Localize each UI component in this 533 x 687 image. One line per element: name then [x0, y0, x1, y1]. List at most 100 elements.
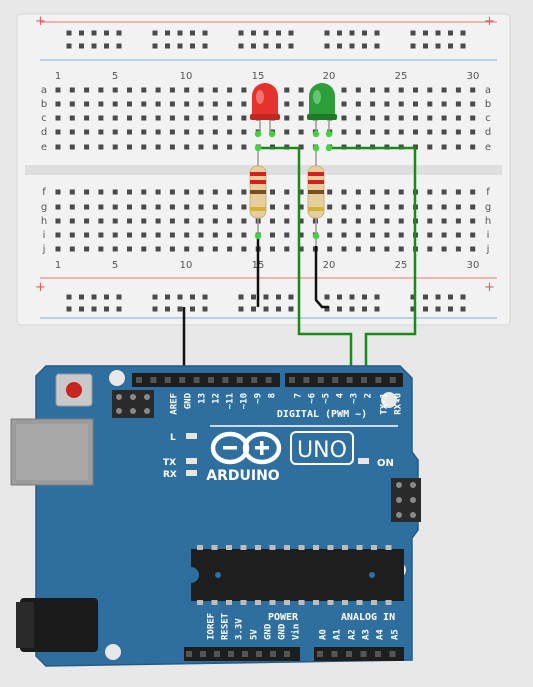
header-pin[interactable]	[389, 377, 396, 383]
breadboard-hole[interactable]	[355, 246, 361, 252]
breadboard-hole[interactable]	[455, 204, 461, 210]
rail-hole[interactable]	[337, 306, 342, 312]
breadboard-hole[interactable]	[355, 129, 361, 135]
breadboard-hole[interactable]	[355, 232, 361, 238]
breadboard-hole[interactable]	[398, 218, 404, 224]
breadboard-hole[interactable]	[141, 115, 147, 121]
breadboard-hole[interactable]	[284, 189, 290, 195]
breadboard-hole[interactable]	[370, 204, 376, 210]
breadboard-hole[interactable]	[55, 129, 61, 135]
rail-hole[interactable]	[435, 294, 441, 300]
breadboard-hole[interactable]	[127, 232, 132, 238]
breadboard-hole[interactable]	[98, 204, 104, 210]
rail-hole[interactable]	[349, 30, 355, 36]
breadboard-hole[interactable]	[184, 87, 190, 93]
rail-hole[interactable]	[251, 43, 256, 49]
breadboard-hole[interactable]	[398, 87, 404, 93]
breadboard-hole[interactable]	[112, 101, 118, 107]
breadboard-hole[interactable]	[141, 204, 147, 210]
rail-hole[interactable]	[251, 30, 256, 36]
breadboard-hole[interactable]	[141, 232, 147, 238]
breadboard-hole[interactable]	[198, 115, 204, 121]
breadboard-hole[interactable]	[241, 101, 247, 107]
breadboard-hole[interactable]	[69, 87, 75, 93]
rail-hole[interactable]	[423, 43, 428, 49]
header-pin[interactable]	[186, 651, 192, 657]
breadboard-hole[interactable]	[84, 189, 90, 195]
breadboard-hole[interactable]	[284, 246, 290, 252]
rail-hole[interactable]	[263, 294, 269, 300]
breadboard-hole[interactable]	[284, 87, 290, 93]
header-pin[interactable]	[284, 651, 290, 657]
breadboard-hole[interactable]	[98, 129, 104, 135]
rail-hole[interactable]	[324, 294, 330, 300]
rail-hole[interactable]	[410, 294, 416, 300]
rail-hole[interactable]	[190, 43, 195, 49]
header-pin[interactable]	[346, 377, 353, 383]
breadboard-hole[interactable]	[98, 144, 104, 150]
breadboard-hole[interactable]	[112, 189, 118, 195]
rail-hole[interactable]	[448, 30, 453, 36]
rail-hole[interactable]	[362, 294, 367, 300]
breadboard-hole[interactable]	[441, 87, 447, 93]
signal-wire-pin2[interactable]	[329, 146, 417, 378]
rail-hole[interactable]	[202, 306, 208, 312]
breadboard-hole[interactable]	[370, 246, 376, 252]
breadboard-hole[interactable]	[55, 246, 61, 252]
breadboard-hole[interactable]	[455, 232, 461, 238]
breadboard-hole[interactable]	[398, 115, 404, 121]
breadboard-hole[interactable]	[227, 101, 233, 107]
rail-hole[interactable]	[91, 294, 97, 300]
breadboard-hole[interactable]	[212, 246, 218, 252]
breadboard-hole[interactable]	[298, 232, 304, 238]
breadboard-hole[interactable]	[127, 115, 132, 121]
rail-hole[interactable]	[374, 30, 380, 36]
breadboard-hole[interactable]	[427, 204, 433, 210]
header-pin[interactable]	[360, 651, 367, 657]
header-pin[interactable]	[242, 651, 248, 657]
rail-hole[interactable]	[66, 43, 72, 49]
breadboard-hole[interactable]	[212, 189, 218, 195]
breadboard-hole[interactable]	[69, 144, 75, 150]
breadboard-hole[interactable]	[127, 204, 132, 210]
breadboard-hole[interactable]	[298, 101, 304, 107]
breadboard-hole[interactable]	[55, 218, 61, 224]
breadboard-hole[interactable]	[341, 101, 347, 107]
rail-hole[interactable]	[288, 43, 294, 49]
breadboard-hole[interactable]	[212, 144, 218, 150]
breadboard-hole[interactable]	[155, 144, 161, 150]
breadboard-hole[interactable]	[284, 115, 290, 121]
breadboard-hole[interactable]	[470, 189, 476, 195]
breadboard-hole[interactable]	[227, 246, 233, 252]
rail-hole[interactable]	[91, 306, 97, 312]
breadboard-hole[interactable]	[141, 189, 147, 195]
breadboard-hole[interactable]	[98, 189, 104, 195]
breadboard-hole[interactable]	[241, 115, 247, 121]
breadboard-hole[interactable]	[370, 218, 376, 224]
breadboard-hole[interactable]	[141, 246, 147, 252]
header-pin[interactable]	[136, 377, 142, 383]
breadboard-hole[interactable]	[427, 218, 433, 224]
breadboard-hole[interactable]	[227, 87, 233, 93]
breadboard-hole[interactable]	[298, 115, 304, 121]
breadboard-hole[interactable]	[384, 115, 390, 121]
breadboard-hole[interactable]	[384, 246, 390, 252]
breadboard-hole[interactable]	[427, 115, 433, 121]
breadboard-hole[interactable]	[284, 218, 290, 224]
rail-hole[interactable]	[362, 30, 367, 36]
breadboard-hole[interactable]	[384, 129, 390, 135]
header-pin[interactable]	[228, 651, 234, 657]
breadboard-hole[interactable]	[184, 218, 190, 224]
breadboard-hole[interactable]	[84, 204, 90, 210]
breadboard-hole[interactable]	[141, 144, 147, 150]
rail-hole[interactable]	[152, 43, 158, 49]
breadboard-hole[interactable]	[227, 204, 233, 210]
breadboard-hole[interactable]	[341, 204, 347, 210]
breadboard-hole[interactable]	[141, 87, 147, 93]
breadboard-hole[interactable]	[427, 87, 433, 93]
breadboard-hole[interactable]	[184, 246, 190, 252]
breadboard-hole[interactable]	[184, 115, 190, 121]
breadboard-hole[interactable]	[169, 101, 175, 107]
breadboard-hole[interactable]	[69, 246, 75, 252]
breadboard-hole[interactable]	[155, 87, 161, 93]
